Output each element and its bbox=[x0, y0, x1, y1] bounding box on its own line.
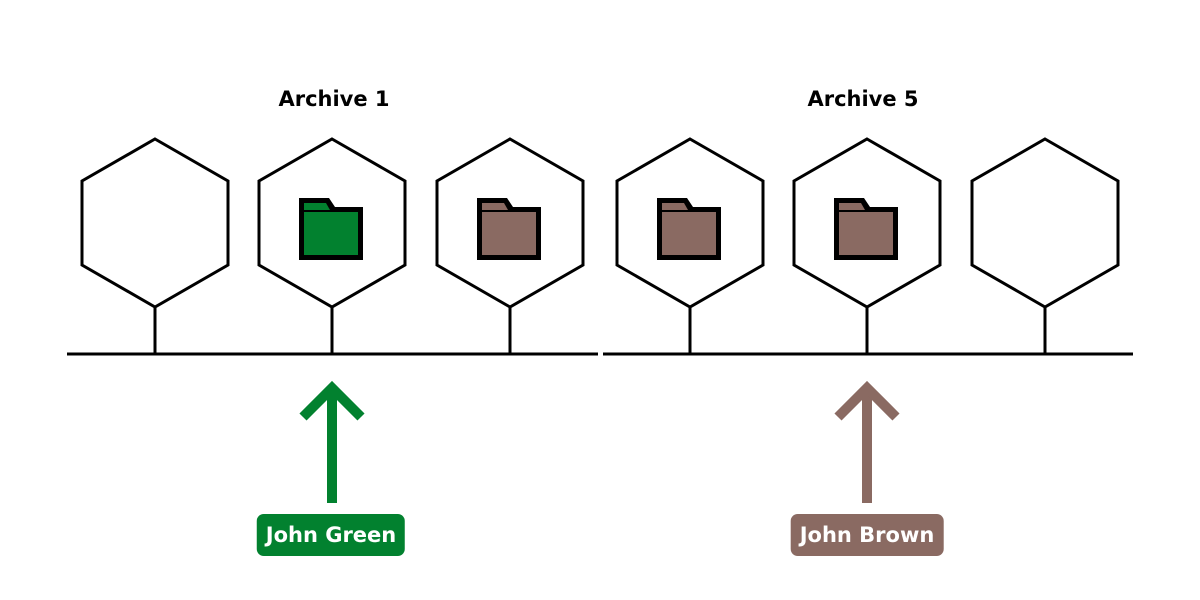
folder-icon bbox=[477, 198, 541, 260]
group-title-archive-1: Archive 1 bbox=[278, 87, 390, 111]
folder-icon bbox=[299, 198, 363, 260]
pointer-arrows bbox=[299, 380, 900, 503]
up-arrow-icon bbox=[299, 380, 365, 503]
folder-icon bbox=[657, 198, 721, 260]
person-label-john-brown: John Brown bbox=[790, 514, 944, 556]
person-label-john-green: John Green bbox=[256, 514, 406, 556]
up-arrow-icon bbox=[834, 380, 900, 503]
connection-lines bbox=[67, 307, 1133, 356]
slot-hexagon bbox=[80, 137, 230, 309]
folder-icon bbox=[834, 198, 898, 260]
slot-hexagon bbox=[970, 137, 1120, 309]
archive-slots bbox=[80, 137, 1120, 309]
group-title-archive-5: Archive 5 bbox=[807, 87, 919, 111]
